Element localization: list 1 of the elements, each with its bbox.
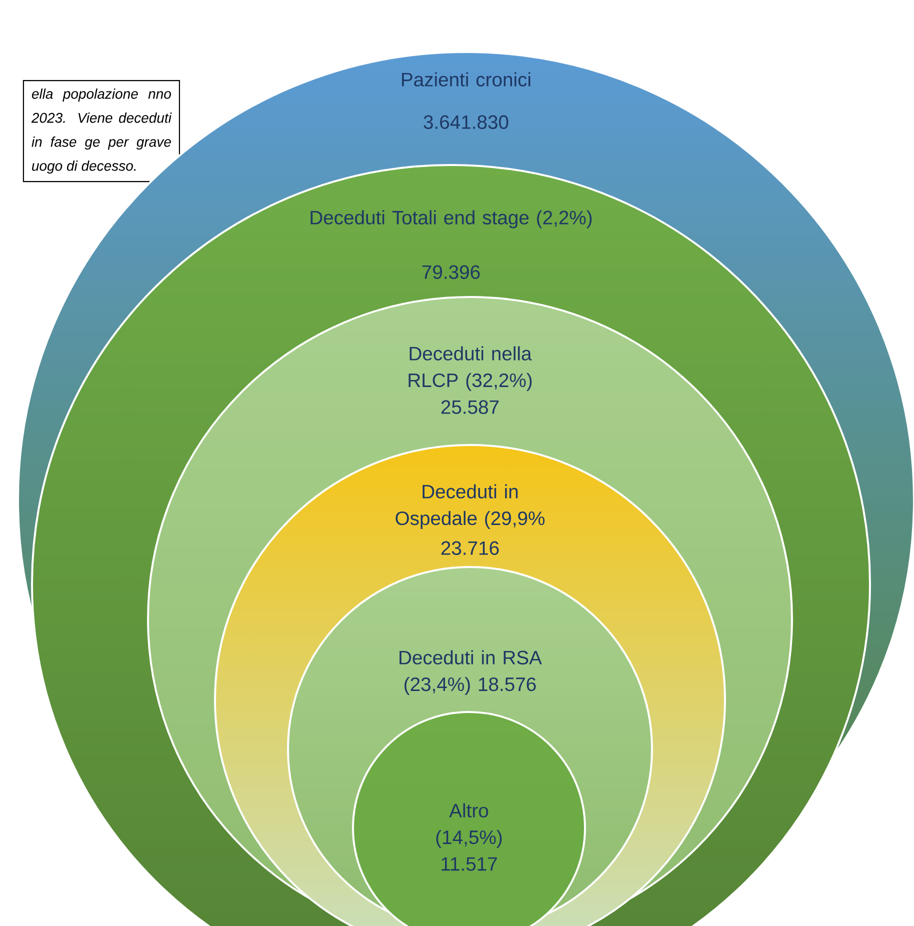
note-box: ella popolazione nno 2023. Viene deceduti in fase ge per grave uogo di decesso.: [22, 80, 180, 182]
